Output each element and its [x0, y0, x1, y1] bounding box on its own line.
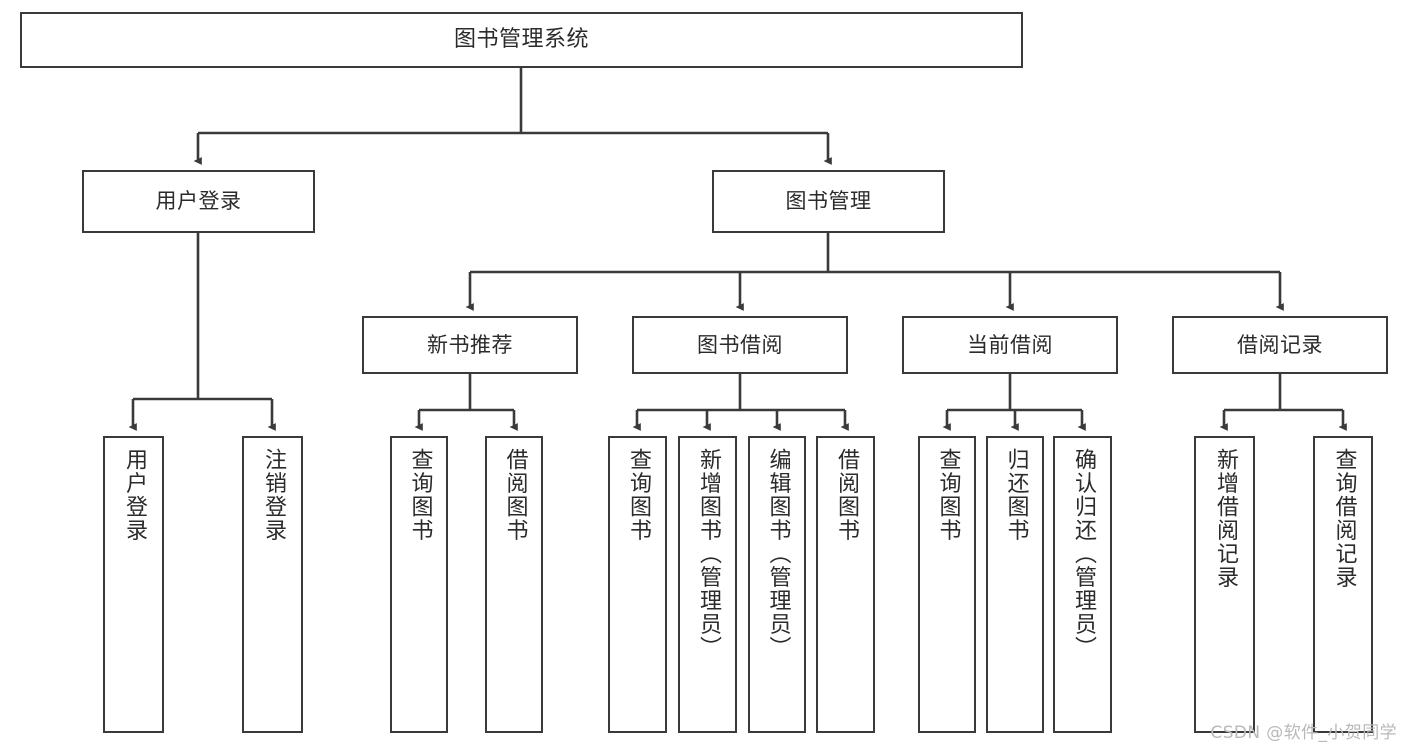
node-label: 查询图书: [625, 448, 651, 542]
node-root-system[interactable]: 图书管理系统: [20, 12, 1023, 68]
node-label: 借阅记录: [1237, 332, 1323, 357]
node-label: 用户登录: [121, 448, 147, 542]
node-borrow-book[interactable]: 借阅图书: [816, 436, 875, 733]
node-return-book[interactable]: 归还图书: [986, 436, 1044, 733]
node-add-book-admin[interactable]: 新增图书（管理员）: [678, 436, 737, 733]
node-label: 图书借阅: [697, 332, 783, 357]
node-label: 查询图书: [407, 448, 433, 542]
node-new-book-recommend[interactable]: 新书推荐: [362, 316, 578, 374]
node-label: 借阅图书: [833, 448, 859, 542]
node-query-book-current[interactable]: 查询图书: [918, 436, 976, 733]
node-label: 查询图书: [935, 448, 961, 542]
node-label: 当前借阅: [967, 332, 1053, 357]
node-label: 新增借阅记录: [1212, 448, 1238, 589]
node-label: 查询借阅记录: [1331, 448, 1357, 589]
node-label: 用户登录: [155, 189, 242, 214]
node-confirm-return-admin[interactable]: 确认归还（管理员）: [1053, 436, 1112, 733]
node-label: 图书管理: [785, 189, 872, 214]
node-query-book-borrow[interactable]: 查询图书: [608, 436, 667, 733]
watermark-text: CSDN @软件_小贺同学: [1210, 723, 1397, 743]
node-label: 新书推荐: [427, 332, 513, 357]
node-label: 借阅图书: [502, 448, 528, 542]
node-label: 新增图书（管理员）: [695, 448, 721, 660]
node-borrow-record[interactable]: 借阅记录: [1172, 316, 1388, 374]
node-label: 编辑图书（管理员）: [765, 448, 791, 660]
node-borrow-book-recommend[interactable]: 借阅图书: [485, 436, 543, 733]
node-user-logout[interactable]: 注销登录: [242, 436, 303, 733]
node-label: 确认归还（管理员）: [1070, 448, 1096, 660]
node-label: 归还图书: [1003, 448, 1029, 542]
node-label: 图书管理系统: [453, 27, 589, 53]
node-query-book-recommend[interactable]: 查询图书: [390, 436, 448, 733]
node-user-login[interactable]: 用户登录: [82, 170, 315, 233]
node-user-login-do[interactable]: 用户登录: [103, 436, 164, 733]
node-query-borrow-record[interactable]: 查询借阅记录: [1313, 436, 1373, 733]
node-edit-book-admin[interactable]: 编辑图书（管理员）: [748, 436, 806, 733]
node-book-manage[interactable]: 图书管理: [712, 170, 945, 233]
node-current-borrow[interactable]: 当前借阅: [902, 316, 1118, 374]
node-add-borrow-record[interactable]: 新增借阅记录: [1194, 436, 1255, 733]
node-label: 注销登录: [260, 448, 286, 542]
node-book-borrow[interactable]: 图书借阅: [632, 316, 848, 374]
